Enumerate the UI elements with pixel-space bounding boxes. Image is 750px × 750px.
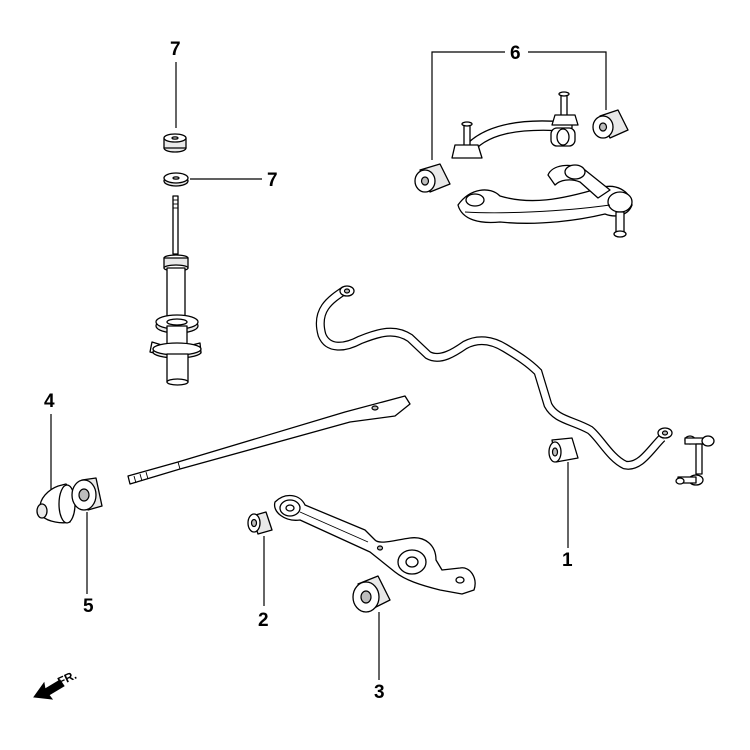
upper-arm-bushing-left [414,163,451,193]
stabilizer-bar [315,286,666,470]
callout-5: 5 [83,596,94,617]
stabilizer-bar-assembly [315,285,715,486]
callout-7-top: 7 [170,39,181,60]
callout-1: 1 [562,550,573,571]
callout-labels: 7 7 6 1 2 3 4 5 [44,39,573,703]
front-arrow-icon [33,679,65,700]
upper-arm-mounting-bracket [451,91,579,159]
callout-3: 3 [374,682,385,703]
lower-control-arm-assembly [247,494,476,613]
radius-rod-bushing [71,477,103,511]
shock-absorber-assembly [149,133,202,386]
stabilizer-bar-bushing [548,437,579,463]
upper-control-arm [457,164,633,238]
strut-mount-bushing-upper [163,133,187,153]
upper-control-arm-assembly [414,91,633,238]
stabilizer-end-link [675,435,715,486]
lower-control-arm [273,494,476,595]
lower-arm-front-bushing [247,511,273,535]
callout-4: 4 [44,391,55,412]
lower-arm-rear-bushing [352,575,391,613]
shock-piston-rod [172,195,179,255]
radius-rod-boot [36,483,76,524]
strut-mount-bushing-lower [163,172,189,187]
leader-lines [50,51,607,680]
front-direction-indicator: FR. [33,668,79,700]
upper-arm-bracket-bushing [550,127,576,147]
callout-2: 2 [258,610,269,631]
radius-rod [127,395,411,485]
upper-arm-bushing-right [592,109,629,139]
callout-6: 6 [510,43,521,64]
callout-7-right: 7 [267,170,278,191]
front-label: FR. [55,668,78,689]
shock-absorber-body [149,254,202,386]
radius-rod-assembly [36,395,411,524]
